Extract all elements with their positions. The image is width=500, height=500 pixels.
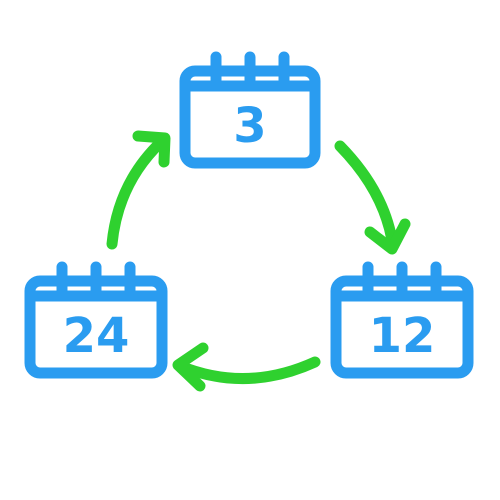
calendar-left-number: 24	[63, 308, 130, 364]
curved-arrow-icon	[106, 130, 171, 250]
curved-arrow-icon	[334, 140, 411, 255]
calendar-right-number: 12	[369, 308, 436, 364]
arrow-top-to-right-head	[364, 218, 411, 255]
arrow-top-to-right-shaft	[334, 140, 398, 246]
arrow-right-to-left-head	[172, 342, 209, 392]
calendar-right-icon	[330, 261, 474, 379]
arrow-right-to-left-shaft	[174, 356, 321, 384]
calendar-left-icon	[24, 261, 168, 379]
calendar-top-icon	[179, 51, 321, 169]
curved-arrow-icon	[172, 342, 321, 392]
calendar-top-number: 3	[233, 98, 266, 154]
arrow-left-to-top-head	[132, 130, 171, 168]
arrow-left-to-top-shaft	[106, 136, 167, 250]
